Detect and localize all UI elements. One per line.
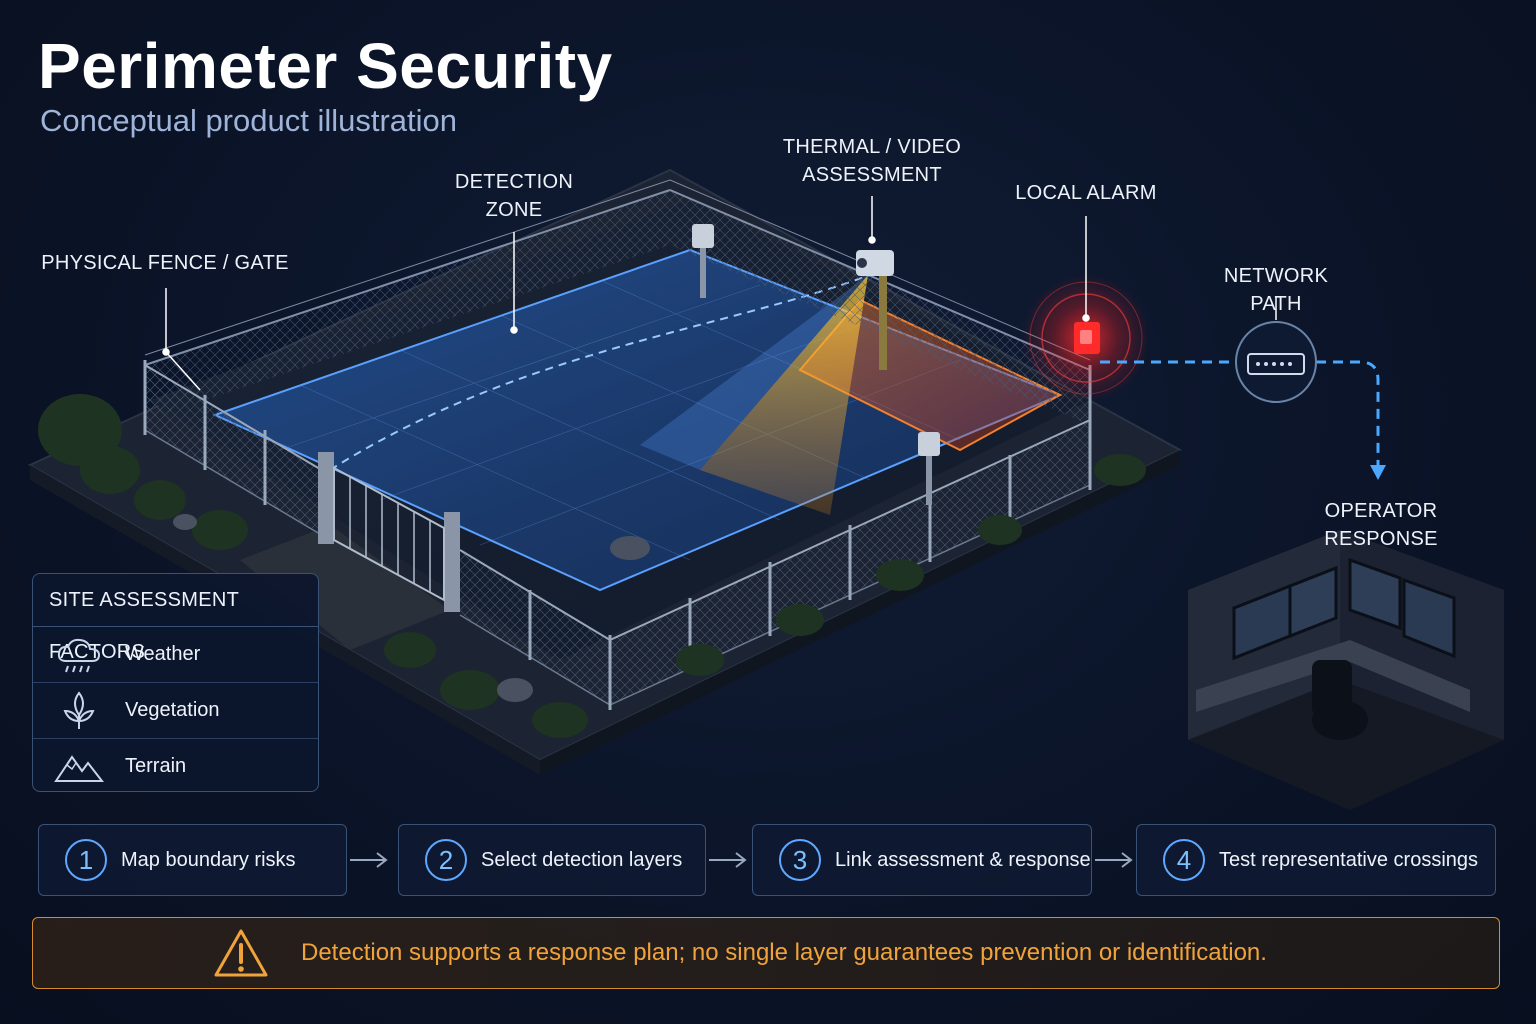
operator-room <box>1188 530 1504 810</box>
monitor-left <box>1232 565 1338 661</box>
factor-vegetation: Vegetation <box>33 683 318 739</box>
thermal-camera <box>856 250 894 370</box>
callout-detection-zone: DETECTION ZONE <box>454 171 574 221</box>
mountain-icon <box>33 749 125 785</box>
callout-network: NETWORK PATH <box>1223 265 1329 315</box>
callout-alarm: LOCAL ALARM <box>1015 182 1157 204</box>
step-label: Select detection layers <box>481 848 683 871</box>
warning-text: Detection supports a response plan; no s… <box>301 939 1267 966</box>
step-4: 4 Test representative crossings <box>1136 824 1496 896</box>
page-subtitle: Conceptual product illustration <box>40 103 458 138</box>
callout-operator: OPERATOR RESPONSE <box>1324 500 1438 550</box>
factor-label: Vegetation <box>125 699 220 721</box>
step-1: 1 Map boundary risks <box>38 824 347 896</box>
arrow-right-icon <box>709 852 747 868</box>
arrow-right-icon <box>350 852 388 868</box>
step-label: Link assessment & response <box>835 848 1091 871</box>
callout-thermal: THERMAL / VIDEO ASSESSMENT <box>782 136 962 186</box>
desk <box>1196 640 1470 712</box>
callout-fence: PHYSICAL FENCE / GATE <box>41 252 289 274</box>
step-3: 3 Link assessment & response <box>752 824 1092 896</box>
factors-title: SITE ASSESSMENT FACTORS <box>33 574 318 663</box>
page-title: Perimeter Security <box>38 30 613 102</box>
thermal-cone <box>700 275 868 515</box>
factor-label: Terrain <box>125 755 187 777</box>
site-assessment-panel: SITE ASSESSMENT FACTORS Weather <box>32 573 319 792</box>
step-label: Test representative crossings <box>1219 848 1479 871</box>
arrow-right-icon <box>1095 852 1133 868</box>
cloud-rain-icon <box>33 635 125 675</box>
leaf-icon <box>33 689 125 733</box>
router-icon <box>1235 321 1317 403</box>
step-number: 4 <box>1163 839 1205 881</box>
step-label: Map boundary risks <box>121 848 296 871</box>
step-number: 1 <box>65 839 107 881</box>
network-path <box>1100 321 1386 480</box>
warning-triangle-icon <box>213 928 269 978</box>
local-alarm <box>1022 274 1150 402</box>
vegetation <box>38 394 1146 738</box>
factor-label: Weather <box>125 643 201 665</box>
side-camera <box>918 432 940 505</box>
access-road <box>240 525 450 650</box>
step-number: 2 <box>425 839 467 881</box>
rocks <box>173 514 650 702</box>
factor-weather: Weather <box>33 627 318 683</box>
warning-banner: Detection supports a response plan; no s… <box>32 917 1500 989</box>
step-number: 3 <box>779 839 821 881</box>
rear-camera <box>692 224 714 298</box>
gate <box>318 452 460 612</box>
fence-front <box>143 360 1092 710</box>
step-2: 2 Select detection layers <box>398 824 706 896</box>
factor-terrain: Terrain <box>33 739 318 794</box>
monitor-right <box>1348 557 1456 659</box>
